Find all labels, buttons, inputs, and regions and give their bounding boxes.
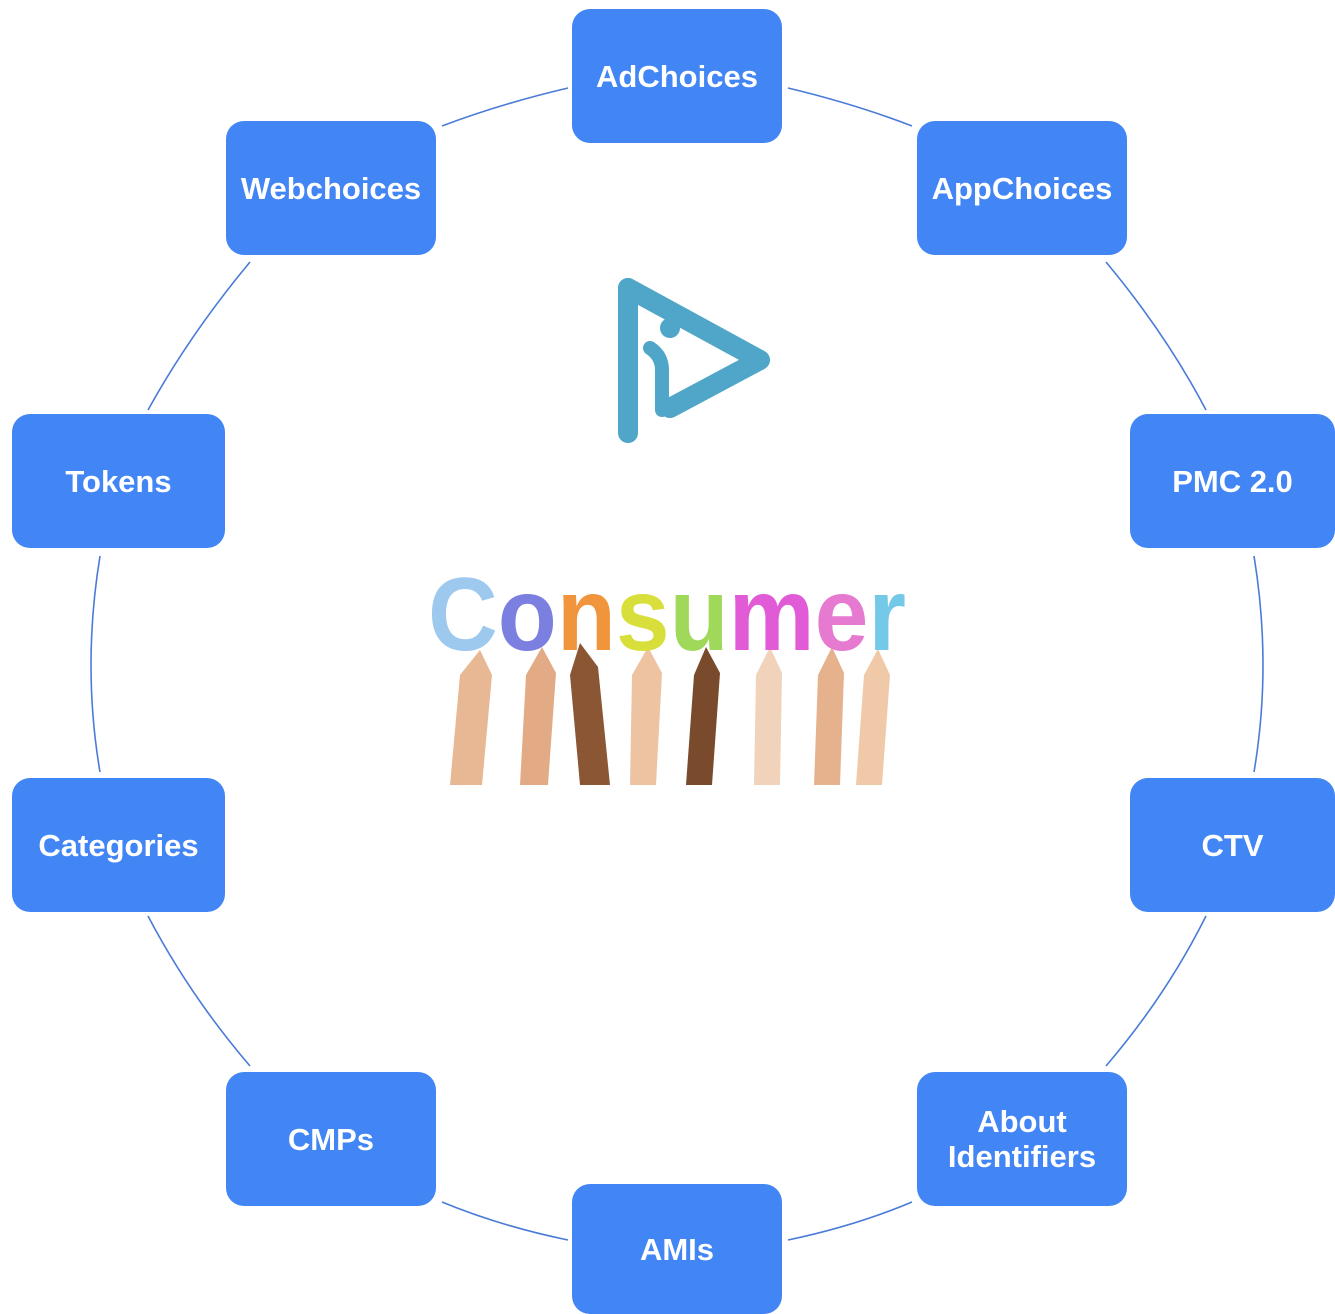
node-categories[interactable]: Categories xyxy=(12,778,225,912)
connector-about-amis xyxy=(787,1201,913,1241)
node-label: Tokens xyxy=(65,463,172,499)
node-label: Categories xyxy=(38,827,199,863)
consumer-letter: s xyxy=(616,557,670,673)
connector-adchoices-appchoices xyxy=(787,87,913,127)
node-about-identifiers[interactable]: About Identifiers xyxy=(917,1072,1127,1206)
node-label: PMC 2.0 xyxy=(1172,463,1293,499)
connector-amis-cmps xyxy=(441,1201,569,1241)
consumer-letter: e xyxy=(815,557,869,673)
node-ctv[interactable]: CTV xyxy=(1130,778,1335,912)
connector-tokens-webchoices xyxy=(147,261,251,411)
node-label: CMPs xyxy=(287,1121,375,1157)
connector-webchoices-adchoices xyxy=(441,87,569,127)
consumer-letter: m xyxy=(729,557,815,673)
connector-appchoices-pmc xyxy=(1105,261,1207,411)
node-amis[interactable]: AMIs xyxy=(572,1184,782,1314)
node-cmps[interactable]: CMPs xyxy=(226,1072,436,1206)
connector-cmps-categories xyxy=(147,915,251,1067)
connector-categories-tokens xyxy=(90,555,101,773)
node-label: AppChoices xyxy=(931,170,1113,206)
consumer-letter: o xyxy=(498,557,557,673)
node-pmc[interactable]: PMC 2.0 xyxy=(1130,414,1335,548)
node-adchoices[interactable]: AdChoices xyxy=(572,9,782,143)
connector-ctv-about xyxy=(1105,915,1207,1067)
node-label: Webchoices xyxy=(240,170,422,206)
connector-pmc-ctv xyxy=(1253,555,1264,773)
consumer-letter: C xyxy=(428,557,498,673)
raised-arms xyxy=(450,643,890,785)
node-label: AMIs xyxy=(639,1231,715,1267)
consumer-letter: n xyxy=(557,557,616,673)
node-appchoices[interactable]: AppChoices xyxy=(917,121,1127,255)
node-label: CTV xyxy=(1201,827,1264,863)
consumer-word: Consumer xyxy=(428,557,906,673)
node-label: AdChoices xyxy=(596,58,758,94)
node-webchoices[interactable]: Webchoices xyxy=(226,121,436,255)
node-tokens[interactable]: Tokens xyxy=(12,414,225,548)
adchoices-i-triangle-icon xyxy=(618,278,770,443)
consumer-hands-graphic: Consumer xyxy=(428,557,906,785)
consumer-letter: u xyxy=(670,557,729,673)
node-label: About Identifiers xyxy=(947,1104,1097,1174)
consumer-letter: r xyxy=(868,557,906,673)
